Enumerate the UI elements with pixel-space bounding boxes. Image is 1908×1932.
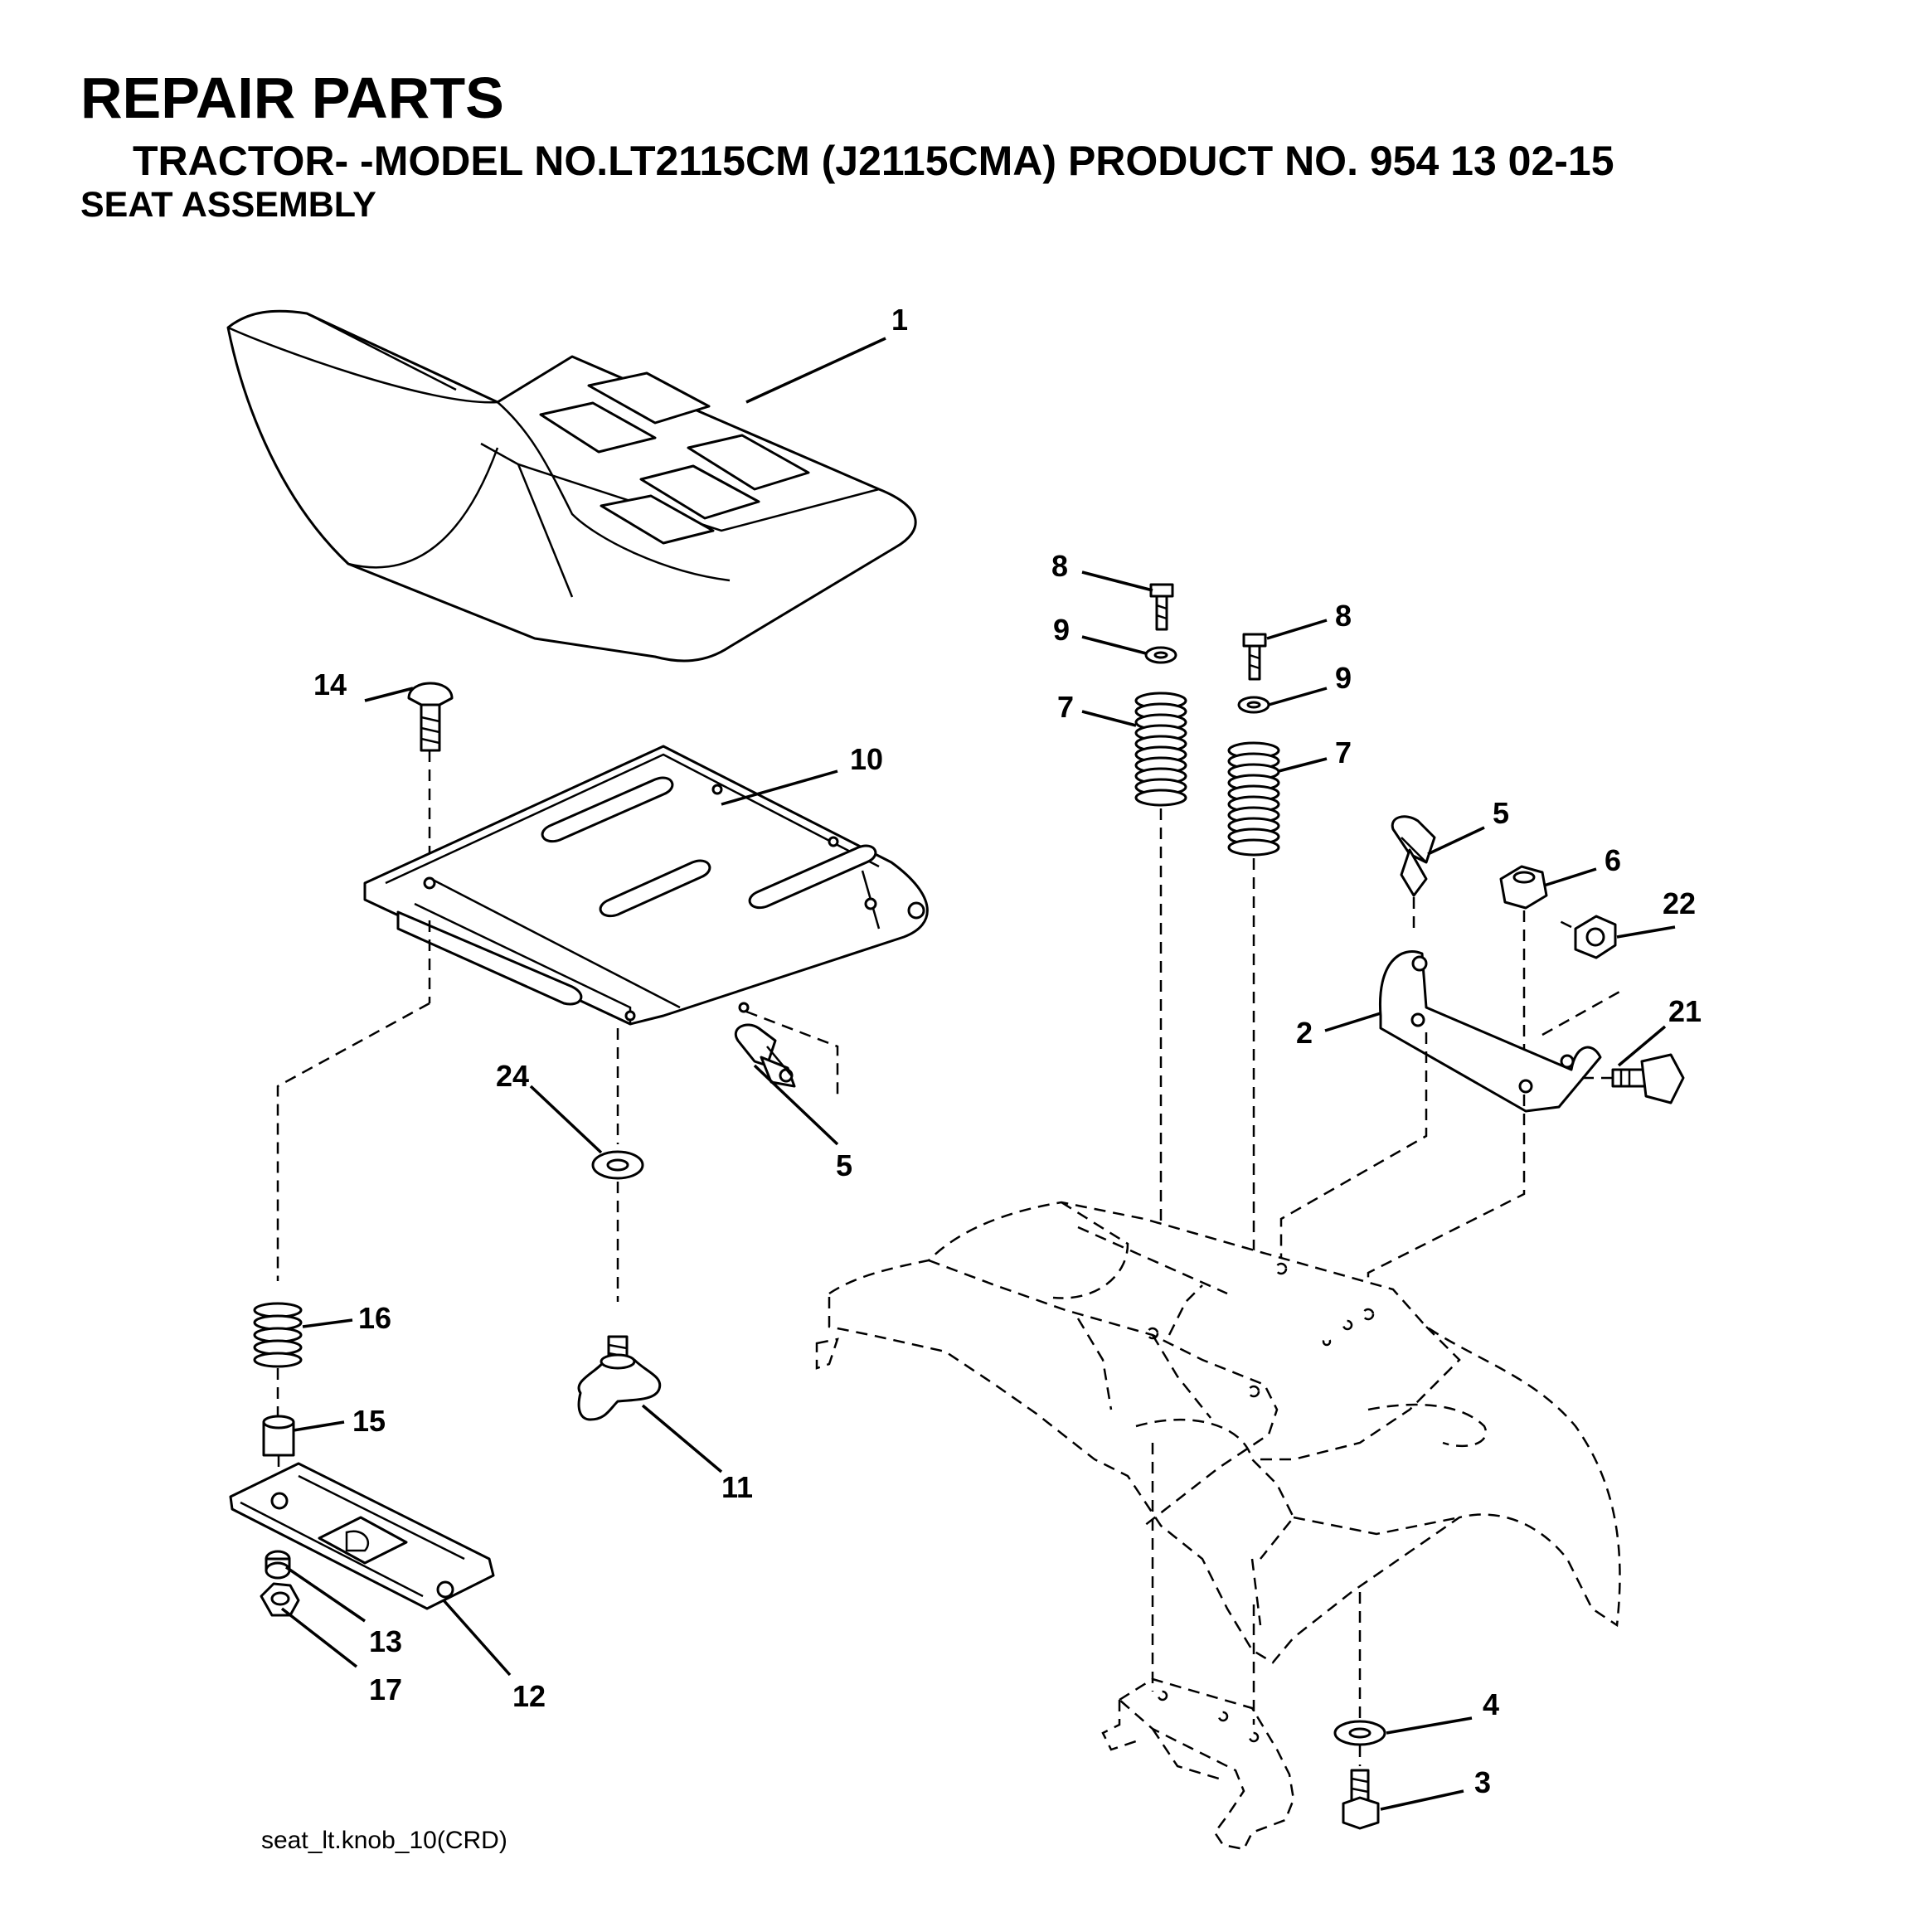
callout-14: 14 [313,667,347,701]
callout-6: 6 [1605,843,1621,877]
callout-5-left: 5 [836,1148,852,1182]
washer-9-left [1144,646,1177,664]
bolt-8-left [1149,583,1174,631]
section-title: SEAT ASSEMBLY [80,185,376,225]
spring-16 [253,1302,303,1418]
callout-24: 24 [496,1059,529,1093]
bracket-2 [1279,950,1622,1310]
callout-11: 11 [721,1470,753,1504]
callout-16: 16 [358,1301,391,1335]
callout-2: 2 [1296,1016,1313,1050]
nut-17 [260,1582,300,1617]
callout-4: 4 [1483,1687,1499,1721]
washer-9-right [1237,696,1270,714]
callout-5-right: 5 [1493,796,1509,830]
callout-8-left: 8 [1051,549,1068,583]
drawing-reference: seat_lt.knob_10(CRD) [261,1827,507,1854]
callout-3: 3 [1474,1765,1491,1799]
model-subtitle: TRACTOR- -MODEL NO.LT2115CM (J2115CMA) P… [133,138,1614,184]
adjuster-plate-12 [229,1462,495,1610]
clip-5-left [735,1023,796,1088]
clip-5-right [1391,815,1436,929]
callouts: 1 14 10 5 24 16 15 11 13 17 12 8 9 7 8 9 [280,303,1702,1811]
callout-13: 13 [369,1624,402,1658]
callout-22: 22 [1663,886,1696,920]
callout-1: 1 [891,303,908,337]
nut-22 [1554,915,1617,959]
callout-9-left: 9 [1053,613,1070,647]
bolt-8-right [1242,633,1267,681]
washer-4 [1333,1720,1386,1766]
spacer-15 [262,1415,295,1493]
fender-frame-outline [815,1201,1621,1725]
washer-24 [591,1150,644,1302]
callout-7-left: 7 [1057,690,1074,724]
knob-11 [577,1335,662,1421]
page-title: REPAIR PARTS [80,66,504,130]
seat-part [226,309,917,663]
nut-13 [265,1550,291,1580]
spring-7-left [1134,692,1187,1335]
callout-10: 10 [850,742,883,776]
callout-17: 17 [369,1672,402,1706]
callout-15: 15 [352,1404,386,1438]
hex-bolt-3 [1342,1769,1380,1830]
callout-12: 12 [512,1679,546,1713]
callout-21: 21 [1668,994,1702,1028]
callout-9-right: 9 [1335,661,1352,695]
shoulder-bolt-21 [1575,1053,1685,1104]
spring-7-right [1227,741,1280,1376]
lower-bracket-outline [1101,1677,1295,1851]
nut-6 [1499,865,1548,1061]
seat-pan-part [276,745,929,1281]
carriage-bolt-14 [407,682,454,871]
callout-8-right: 8 [1335,599,1352,633]
callout-7-right: 7 [1335,735,1352,769]
